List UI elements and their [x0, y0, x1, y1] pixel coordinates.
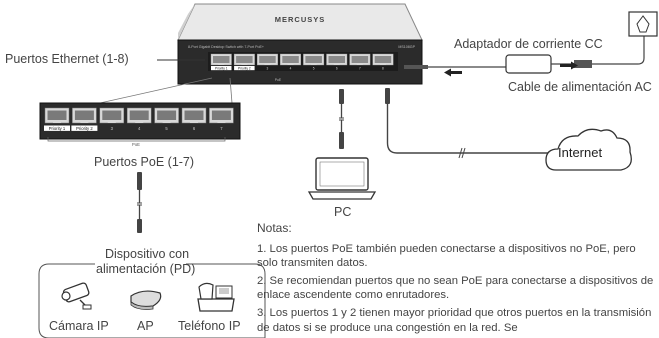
zoom-port-label: 5	[165, 126, 168, 131]
ip-phone-icon	[197, 282, 235, 312]
zoom-port-label: 4	[138, 126, 141, 131]
zoom-port-label: Priority 1	[49, 126, 66, 131]
zoom-port-label: Priority 2	[76, 126, 93, 131]
switch-port	[210, 53, 232, 66]
note-item: 1. Los puertos PoE también pueden conect…	[257, 242, 636, 270]
device-model: MS108GP	[398, 45, 415, 49]
zoom-port	[126, 107, 152, 124]
device-poe-mark: PoE	[275, 78, 282, 82]
zoom-port	[44, 107, 70, 124]
zoom-port	[181, 107, 207, 124]
ip-camera-label: Cámara IP	[49, 319, 109, 333]
switch-port-label: 6	[336, 66, 338, 70]
ip-phone-label: Teléfono IP	[178, 319, 241, 333]
priority-tag	[71, 125, 98, 131]
pd-label-line1: Dispositivo con	[105, 247, 190, 261]
switch-port	[257, 53, 278, 66]
switch-port	[349, 53, 371, 66]
zoom-port	[209, 107, 234, 124]
poe-ports-label: Puertos PoE (1-7)	[94, 155, 195, 169]
ip-camera-icon	[61, 282, 92, 310]
switch-ports	[210, 53, 394, 66]
priority-tag	[211, 66, 232, 71]
notes-section: Notas: 1. Los puertos PoE también pueden…	[257, 221, 657, 338]
power-adapter-label: Adaptador de corriente CC	[454, 37, 603, 51]
zoom-port-label: 6	[193, 126, 196, 131]
ethernet-ports-label: Puertos Ethernet (1-8)	[5, 52, 129, 66]
switch-port	[326, 53, 348, 66]
switch-port-label: 4	[290, 66, 292, 70]
device-brand: MERCUSYS	[275, 15, 326, 24]
switch-device: MERCUSYS 8-Port Gigabit Desktop Switch w…	[177, 3, 423, 85]
switch-port-label: Priority 1	[215, 66, 228, 70]
pc-label: PC	[334, 205, 352, 219]
pd-group-box	[38, 263, 266, 338]
switch-port-label: Priority 2	[238, 66, 251, 70]
zoom-poe-mark: PoE	[132, 142, 140, 147]
switch-port	[372, 53, 394, 66]
power-adapter	[404, 11, 658, 77]
note-item: 3. Los puertos 1 y 2 tienen mayor priori…	[257, 306, 652, 334]
zoom-port-label: 3	[111, 126, 114, 131]
note-item: 2. Se recomiendan puertos que no sean Po…	[257, 274, 654, 302]
zoom-port	[154, 107, 179, 124]
ac-cable-label: Cable de alimentación AC	[508, 80, 652, 94]
ap-label: AP	[137, 319, 154, 333]
switch-port-label: 7	[359, 66, 361, 70]
switch-port	[233, 53, 255, 66]
zoom-port	[72, 107, 97, 124]
internet-cable	[385, 88, 556, 159]
zoom-port	[99, 107, 125, 124]
switch-port	[303, 53, 325, 66]
switch-port-labels: Priority 1 Priority 2 3 4 5 6 7 8	[211, 66, 384, 70]
notes-title: Notas:	[257, 221, 292, 235]
device-top-strip: 8-Port Gigabit Desktop Switch with 7-Por…	[188, 45, 264, 49]
access-point-icon	[130, 290, 162, 310]
poe-cable	[137, 172, 142, 233]
priority-tag	[234, 66, 255, 71]
internet-label: Internet	[558, 145, 603, 160]
switch-port	[280, 53, 301, 66]
pd-label-line2: alimentación (PD)	[96, 262, 196, 276]
switch-port-label: 8	[382, 66, 384, 70]
switch-port-label: 5	[313, 66, 315, 70]
priority-tag	[44, 125, 70, 131]
zoom-port-label: 7	[220, 126, 223, 131]
pc-laptop-icon	[307, 157, 377, 200]
zoomed-poe-ports: Priority 1 Priority 2 3 4 5 6 7 PoE	[39, 102, 241, 147]
switch-port-label: 3	[267, 66, 269, 70]
internet-cloud-icon	[545, 128, 632, 171]
pc-cable	[339, 89, 344, 149]
